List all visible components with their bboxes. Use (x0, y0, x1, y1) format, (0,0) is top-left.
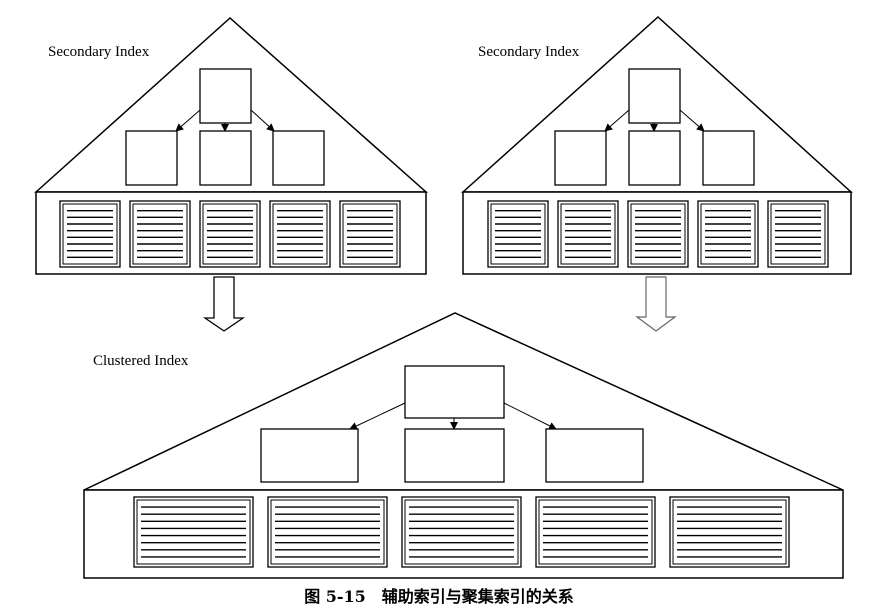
figure-caption: 图 5-15 辅助索引与聚集索引的关系 (304, 587, 574, 606)
clustered-index: Clustered Index (83, 312, 844, 579)
leaf-page-outer-border (697, 200, 759, 268)
leaf-page-inner-border (136, 499, 251, 565)
left-root-node (199, 68, 252, 124)
leaf-page-inner-border (770, 203, 826, 265)
leaf-page-inner-border (202, 203, 258, 265)
clustered-pointer-arrow-3 (503, 402, 557, 430)
leaf-page-inner-border (630, 203, 686, 265)
leaf-page-inner-border (560, 203, 616, 265)
leaf-page-outer-border (129, 200, 191, 268)
leaf-page-outer-border (199, 200, 261, 268)
right-pointer-arrow-3 (679, 109, 705, 132)
leaf-page-inner-border (538, 499, 653, 565)
leaf-page-outer-border (133, 496, 254, 568)
left-down-arrow-icon (202, 276, 246, 332)
leaf-page-outer-border (59, 200, 121, 268)
right-branch-node-1 (554, 130, 607, 186)
leaf-page-inner-border (272, 203, 328, 265)
left-pointer-arrow-3 (250, 109, 275, 132)
clustered-branch-node-3 (545, 428, 644, 483)
right-leaf-pages-page-3 (627, 200, 689, 268)
right-secondary-index: Secondary Index (461, 15, 853, 275)
right-pointer-arrow-1 (604, 109, 630, 132)
clustered-leaf-pages-page-5 (669, 496, 790, 568)
leaf-page-inner-border (672, 499, 787, 565)
clustered-index-label: Clustered Index (93, 353, 189, 369)
right-leaf-pages-page-5 (767, 200, 829, 268)
leaf-page-outer-border (627, 200, 689, 268)
left-branch-node-3 (272, 130, 325, 186)
right-root-node (628, 68, 681, 124)
left-leaf-pages-page-2 (129, 200, 191, 268)
leaf-page-outer-border (557, 200, 619, 268)
left-secondary-index: Secondary Index (34, 16, 428, 275)
left-leaf-pages-page-1 (59, 200, 121, 268)
left-leaf-pages-page-4 (269, 200, 331, 268)
clustered-pointer-arrow-1 (349, 402, 406, 430)
clustered-leaf-pages-page-3 (401, 496, 522, 568)
leaf-page-outer-border (669, 496, 790, 568)
left-branch-node-1 (125, 130, 178, 186)
right-index-label: Secondary Index (478, 44, 580, 60)
leaf-page-inner-border (342, 203, 398, 265)
leaf-page-outer-border (487, 200, 549, 268)
right-leaf-pages-page-2 (557, 200, 619, 268)
clustered-root-node (404, 365, 505, 419)
leaf-page-inner-border (62, 203, 118, 265)
right-branch-node-2 (628, 130, 681, 186)
clustered-leaf-pages-page-4 (535, 496, 656, 568)
leaf-page-outer-border (401, 496, 522, 568)
clustered-branch-node-2 (404, 428, 505, 483)
leaf-page-outer-border (339, 200, 401, 268)
clustered-leaf-pages-page-1 (133, 496, 254, 568)
right-down-arrow-icon (635, 276, 677, 332)
leaf-page-outer-border (535, 496, 656, 568)
left-index-label: Secondary Index (48, 44, 150, 60)
leaf-page-outer-border (269, 200, 331, 268)
clustered-leaf-pages-page-2 (267, 496, 388, 568)
leaf-page-inner-border (700, 203, 756, 265)
right-leaf-pages (487, 200, 829, 268)
left-leaf-pages (59, 200, 401, 268)
left-leaf-pages-page-3 (199, 200, 261, 268)
right-leaf-pages-page-1 (487, 200, 549, 268)
clustered-branch-node-1 (260, 428, 359, 483)
left-pointer-arrow-1 (175, 109, 201, 132)
leaf-page-outer-border (267, 496, 388, 568)
leaf-page-inner-border (404, 499, 519, 565)
right-leaf-pages-page-4 (697, 200, 759, 268)
clustered-leaf-pages (133, 496, 790, 568)
left-branch-node-2 (199, 130, 252, 186)
leaf-page-inner-border (132, 203, 188, 265)
leaf-page-inner-border (270, 499, 385, 565)
leaf-page-outer-border (767, 200, 829, 268)
leaf-page-inner-border (490, 203, 546, 265)
left-leaf-pages-page-5 (339, 200, 401, 268)
right-branch-node-3 (702, 130, 755, 186)
